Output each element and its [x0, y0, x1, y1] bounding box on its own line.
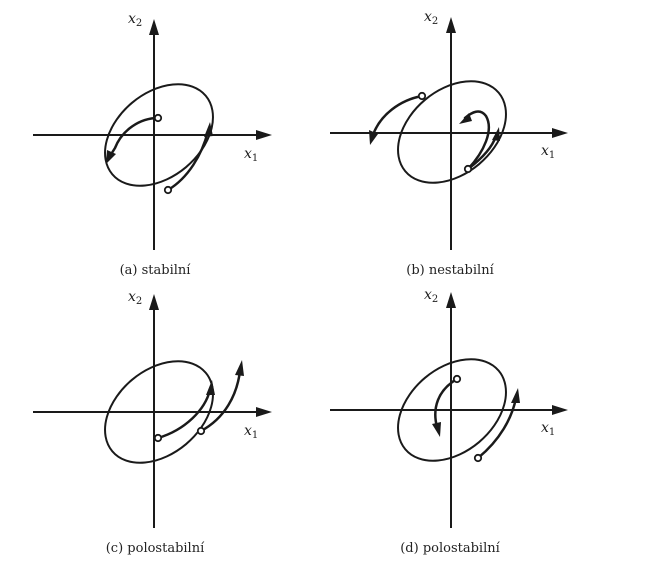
panel-caption: (c) polostabilní: [106, 541, 205, 556]
region-ellipse: [397, 358, 507, 462]
trajectory-curve: [199, 369, 242, 433]
trajectory-arrowhead: [369, 130, 378, 145]
start-point: [163, 185, 173, 195]
axes: x1 x2: [330, 9, 568, 250]
x-axis-arrowhead: [256, 407, 272, 417]
panel-caption: (b) nestabilní: [406, 263, 494, 278]
trajectory-curve: [476, 396, 518, 460]
panel-c: x1 x2 (c) polostabilní: [33, 289, 272, 556]
panel-b: x1 x2 (b) nestabilní: [330, 9, 568, 278]
x1-label: x1: [244, 146, 258, 164]
trajectory-arrowhead: [492, 127, 500, 141]
x1-label: x1: [541, 420, 555, 438]
trajectory-curve: [463, 110, 491, 171]
x1-label: x1: [541, 143, 555, 161]
y-axis-arrowhead: [446, 292, 456, 308]
x-axis-arrowhead: [256, 130, 272, 140]
trajectory-curve: [108, 116, 160, 158]
y-axis-arrowhead: [149, 294, 159, 310]
y-axis-arrowhead: [446, 17, 456, 33]
region-ellipse: [104, 83, 214, 187]
x1-label: x1: [244, 423, 258, 441]
trajectory-arrowhead: [235, 360, 244, 376]
start-point: [153, 433, 163, 443]
x-axis-arrowhead: [552, 128, 568, 138]
trajectory-curve: [156, 388, 212, 440]
axes: x1 x2: [330, 287, 568, 528]
trajectory-arrowhead: [459, 113, 472, 124]
x2-label: x2: [424, 9, 438, 27]
x2-label: x2: [128, 289, 142, 307]
panel-d: x1 x2 (d) polostabilní: [330, 287, 568, 556]
x2-label: x2: [128, 11, 142, 29]
trajectory-curve: [371, 94, 424, 137]
trajectory-arrowhead: [511, 388, 520, 403]
region-ellipse: [104, 360, 214, 464]
x2-label: x2: [424, 287, 438, 305]
x-axis-arrowhead: [552, 405, 568, 415]
region-ellipse: [397, 80, 507, 184]
trajectory-arrowhead: [204, 122, 213, 137]
start-point: [463, 164, 473, 174]
start-point: [196, 426, 206, 436]
axes: x1 x2: [33, 11, 272, 250]
axes: x1 x2: [33, 289, 272, 528]
panel-caption: (a) stabilní: [120, 263, 192, 278]
trajectory-curve: [434, 377, 459, 429]
start-point: [153, 113, 163, 123]
panel-caption: (d) polostabilní: [400, 541, 500, 556]
y-axis-arrowhead: [149, 19, 159, 35]
trajectory-arrowhead: [432, 422, 441, 437]
start-point: [473, 453, 483, 463]
panel-a: x1 x2 (a) stabilní: [33, 11, 272, 278]
trajectory-arrowhead: [106, 150, 116, 164]
trajectory-curve: [166, 129, 210, 192]
trajectory-arrowhead: [206, 380, 215, 395]
start-point: [417, 91, 427, 101]
start-point: [452, 374, 462, 384]
